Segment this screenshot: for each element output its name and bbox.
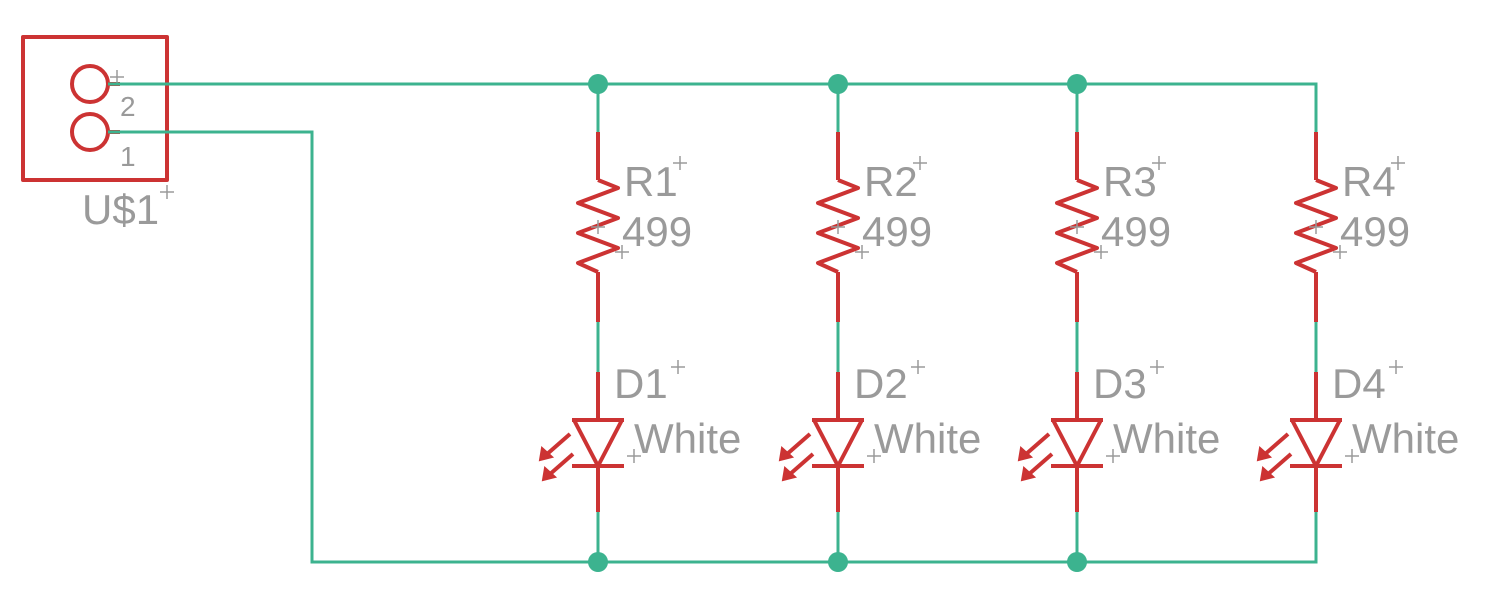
connector-pin-2-pad [70, 64, 110, 104]
led-d4-value: White [1352, 415, 1459, 462]
resistor-r4-name: R4 [1342, 158, 1396, 205]
connector-pin-1-pad [70, 112, 110, 152]
led-triangle [812, 418, 864, 468]
led-triangle [1051, 418, 1103, 468]
junction-bottom-1 [588, 552, 608, 572]
junction-top-1 [588, 74, 608, 94]
resistor-r4-value: 499 [1340, 208, 1410, 255]
resistor-r2-name: R2 [864, 158, 918, 205]
led-d4-name: D4 [1332, 360, 1386, 407]
junction-top-3 [1067, 74, 1087, 94]
junction-top-2 [828, 74, 848, 94]
resistor-r1-value: 499 [622, 208, 692, 255]
junction-bottom-2 [828, 552, 848, 572]
led-d1-value: White [634, 415, 741, 462]
led-light-arrows-icon [1017, 432, 1054, 482]
led-d2-value: White [874, 415, 981, 462]
resistor-r1-name: R1 [624, 158, 678, 205]
resistor-r3-value: 499 [1101, 208, 1171, 255]
connector-u1[interactable]: 2 1 U$1 [21, 35, 174, 233]
led-branches: R1499D1WhiteR2499D2WhiteR3499D3WhiteR449… [538, 74, 1459, 572]
led-triangle [572, 418, 624, 468]
led-d3-value: White [1113, 415, 1220, 462]
wire-positive-rail[interactable] [108, 82, 1318, 132]
led-light-arrows-icon [538, 432, 575, 482]
led-light-arrows-icon [778, 432, 815, 482]
led-d1-name: D1 [614, 360, 668, 407]
wires [108, 82, 1318, 564]
led-triangle [1290, 418, 1342, 468]
led-light-arrows-icon [1256, 432, 1293, 482]
resistor-r3-name: R3 [1103, 158, 1157, 205]
connector-body [21, 35, 169, 182]
resistor-r2-value: 499 [862, 208, 932, 255]
connector-pin-2-label: 2 [120, 91, 136, 122]
connector-origin-marker [110, 70, 174, 199]
connector-name-label: U$1 [82, 186, 159, 233]
connector-pin-1-label: 1 [120, 141, 136, 172]
led-d2-name: D2 [854, 360, 908, 407]
led-d3-name: D3 [1093, 360, 1147, 407]
junction-bottom-3 [1067, 552, 1087, 572]
